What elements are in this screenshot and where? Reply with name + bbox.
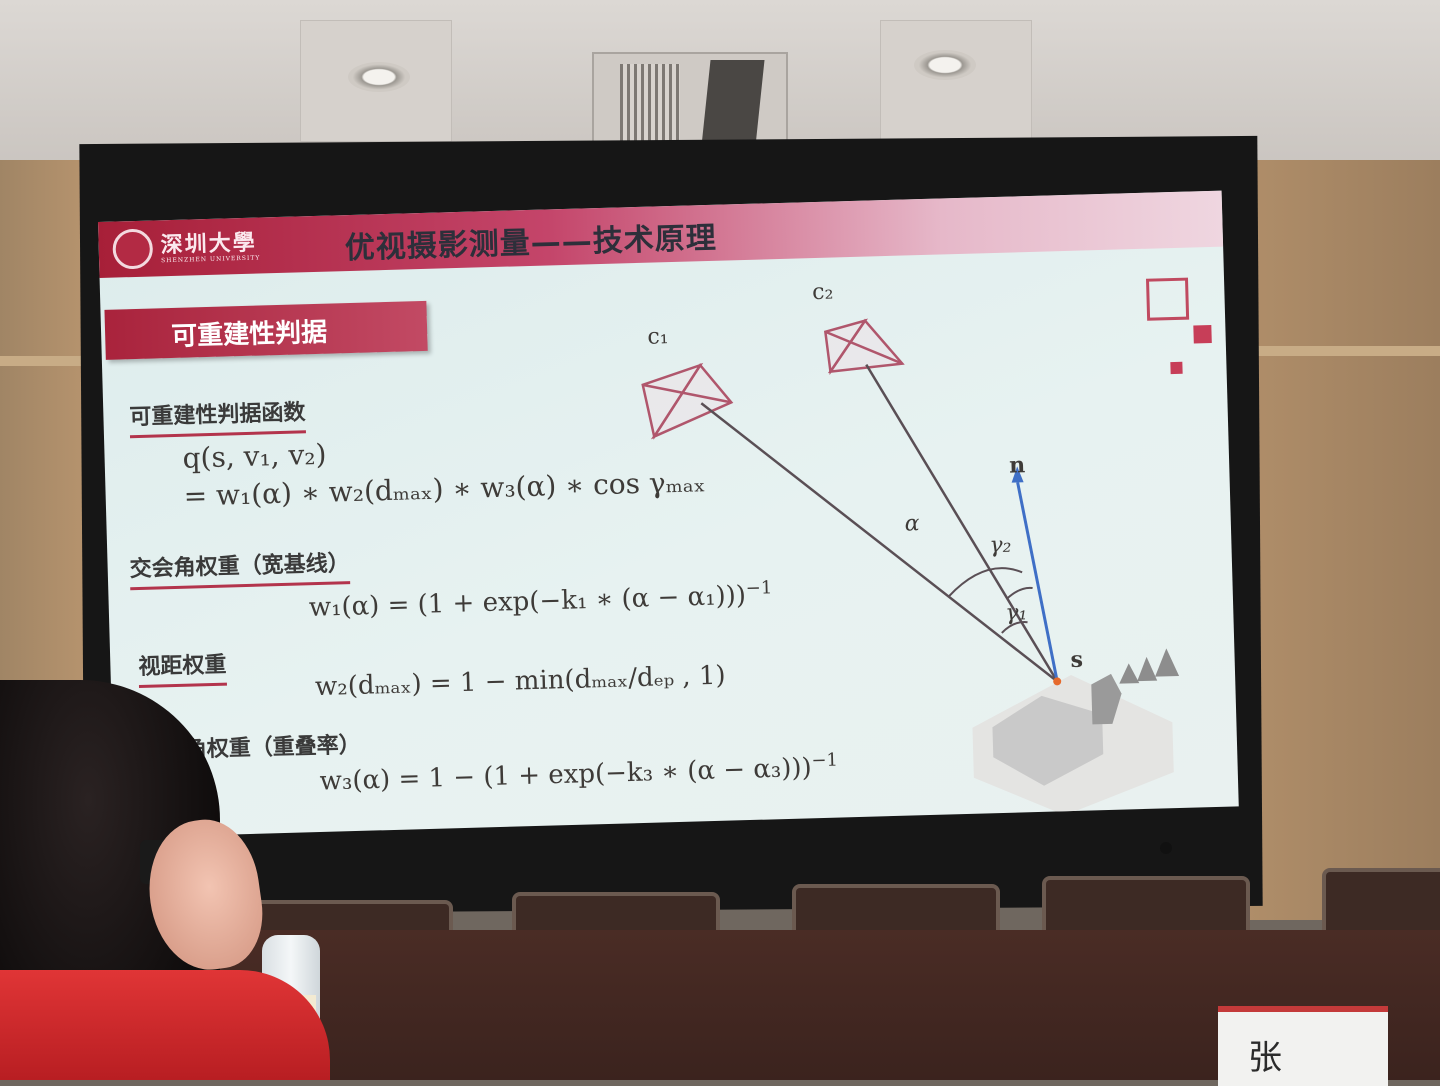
label-gamma1: γ₁	[1004, 600, 1028, 626]
arc-gamma2	[1006, 586, 1033, 600]
arc-alpha	[948, 567, 1023, 598]
subheading-w1: 交会角权重（宽基线）	[129, 545, 351, 591]
camera-c2-icon	[823, 318, 905, 376]
attendee-jacket	[0, 970, 330, 1080]
wall-stripe	[0, 356, 90, 366]
label-c2: c₂	[811, 279, 834, 306]
logo-name-cn: 深圳大學	[160, 229, 258, 258]
camera-geometry-diagram	[641, 318, 1180, 816]
ceiling-panel	[880, 20, 1032, 142]
point-s-marker	[1053, 677, 1062, 686]
label-n: n	[1008, 452, 1026, 479]
ceiling-light	[348, 62, 410, 92]
subheading-function: 可重建性判据函数	[128, 394, 306, 439]
subheading-w2: 视距权重	[137, 646, 228, 689]
wall-stripe	[1230, 346, 1440, 356]
wall-right	[1230, 160, 1440, 920]
normal-arrowhead-icon	[1011, 466, 1024, 483]
label-alpha: α	[904, 511, 920, 537]
section-banner: 可重建性判据	[104, 300, 428, 360]
slide-title: 优视摄影测量——技术原理	[344, 220, 718, 267]
arc-gamma1	[1001, 621, 1028, 634]
section-label: 可重建性判据	[170, 317, 328, 352]
normal-vector	[1016, 482, 1059, 682]
logo-text: 深圳大學 SHENZHEN UNIVERSITY	[160, 229, 260, 264]
ray-c2	[865, 363, 1059, 683]
vent-slots	[620, 64, 680, 144]
formula-q-line1: q(s, v₁, v₂)	[182, 437, 327, 475]
building-model	[972, 673, 1174, 816]
label-c1: c₁	[647, 324, 669, 350]
presentation-slide: 深圳大學 SHENZHEN UNIVERSITY 优视摄影测量——技术原理 可重…	[98, 190, 1239, 838]
university-seal-icon	[112, 228, 154, 270]
tree-models	[1119, 648, 1180, 684]
vent-opening	[701, 60, 765, 146]
university-logo: 深圳大學 SHENZHEN UNIVERSITY	[112, 225, 260, 270]
wall-camera-lens	[1160, 842, 1172, 854]
label-s: s	[1070, 646, 1084, 674]
ceiling-light	[914, 50, 976, 80]
name-card-text: 张	[1248, 1038, 1282, 1078]
name-card: 张	[1218, 1006, 1388, 1086]
camera-c1-icon	[641, 362, 734, 440]
ray-c1	[700, 402, 1058, 683]
label-gamma2: γ₂	[989, 532, 1012, 559]
